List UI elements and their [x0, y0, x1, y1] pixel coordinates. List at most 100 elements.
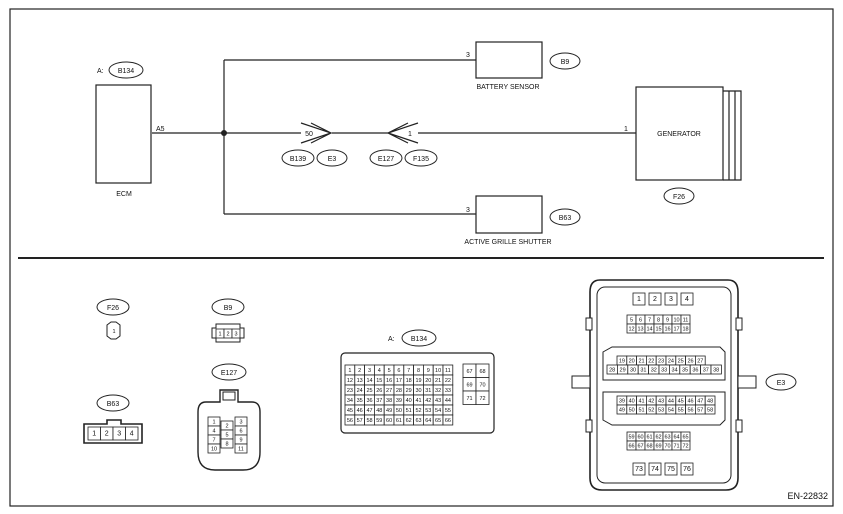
b134-pin: 14 [366, 378, 372, 384]
e3-pin: 33 [661, 368, 667, 374]
f26-connector-body [106, 321, 121, 340]
e3-pin: 17 [673, 327, 679, 333]
e3-pin: 59 [628, 435, 634, 441]
e3-pin: 45 [678, 399, 684, 405]
b134-pin: 34 [347, 398, 353, 404]
e3-badge [765, 373, 797, 391]
b134-pin: 5 [388, 368, 391, 374]
e3-pin: 21 [638, 359, 644, 365]
b134-pin: 36 [366, 398, 372, 404]
b134-pin: 17 [396, 378, 402, 384]
e3-pin: 74 [651, 466, 659, 473]
e3-guide-notches [585, 317, 743, 433]
e3-pin: 49 [619, 408, 625, 414]
b63-badge [96, 394, 130, 412]
e3-pin: 67 [637, 444, 643, 450]
b134-pin: 69 [466, 382, 472, 388]
e3-pin: 22 [648, 359, 654, 365]
b134-pin: 42 [425, 398, 431, 404]
e3-pin: 29 [620, 368, 626, 374]
e3-pin-cell [648, 462, 662, 476]
e3-pin-cell [710, 364, 722, 375]
b134-pin: 68 [479, 369, 485, 375]
b134-pin: 63 [415, 418, 421, 424]
e3-side-tab-right [737, 375, 757, 389]
b63-label: B63 [107, 401, 120, 408]
joint-1-connector-b: E3 [328, 156, 337, 163]
e3-pin: 2 [653, 296, 657, 303]
generator-fins [723, 90, 742, 181]
ecm-connector-tag: A: [97, 68, 104, 75]
ecm-box [95, 84, 152, 184]
b9-pin: 3 [234, 332, 237, 338]
b134-pin: 47 [366, 408, 372, 414]
b134-pin: 66 [445, 418, 451, 424]
e3-pin: 6 [639, 318, 642, 324]
wire-junction [221, 130, 227, 136]
b134-pin: 24 [357, 388, 363, 394]
b134-pin: 46 [357, 408, 363, 414]
b9-badge [211, 298, 245, 316]
generator-connector-id: F26 [673, 194, 685, 201]
e3-pin-cell [680, 440, 691, 451]
b134-pin: 6 [397, 368, 400, 374]
b134-pin: 60 [386, 418, 392, 424]
e3-pin: 34 [672, 368, 678, 374]
b134-pin: 54 [435, 408, 441, 414]
b134-pin: 58 [366, 418, 372, 424]
b134-pin: 8 [417, 368, 420, 374]
e3-pin: 73 [635, 466, 643, 473]
b134-pin: 10 [435, 368, 441, 374]
battery-sensor-box [475, 41, 543, 79]
b134-pin: 67 [466, 369, 472, 375]
b134-pin: 19 [415, 378, 421, 384]
b134-pin: 13 [357, 378, 363, 384]
b134-pin: 70 [479, 382, 485, 388]
e3-pin: 65 [682, 435, 688, 441]
b134-pin: 62 [406, 418, 412, 424]
e3-pin: 15 [655, 327, 661, 333]
b134-pin: 49 [386, 408, 392, 414]
b134-pin: 2 [358, 368, 361, 374]
e127-pin-cell [207, 443, 221, 454]
e3-pin-cell [680, 323, 691, 334]
e127-pin: 7 [212, 438, 215, 444]
f26-label: F26 [107, 305, 119, 312]
b134-pin: 61 [396, 418, 402, 424]
figure-id: EN-22832 [787, 491, 828, 501]
b134-pin: 59 [376, 418, 382, 424]
b134-pin: 44 [445, 398, 451, 404]
e3-pin: 43 [658, 399, 664, 405]
e3-pin: 72 [682, 444, 688, 450]
e3-pin: 28 [609, 368, 615, 374]
b134-pin: 30 [415, 388, 421, 394]
e3-pin: 8 [657, 318, 660, 324]
e3-pin: 30 [630, 368, 636, 374]
joint-2-connector-a: E127 [378, 156, 394, 163]
e3-pin: 27 [697, 359, 703, 365]
e127-pin: 11 [238, 447, 244, 453]
wires [152, 59, 636, 215]
e3-pin: 57 [697, 408, 703, 414]
e127-pin-cell [234, 443, 248, 454]
b134-pin: 1 [348, 368, 351, 374]
grille-shutter-label: ACTIVE GRILLE SHUTTER [464, 239, 551, 246]
e127-label: E127 [221, 370, 237, 377]
e3-pin: 1 [637, 296, 641, 303]
b134-pin: 52 [415, 408, 421, 414]
e3-pin: 64 [673, 435, 679, 441]
b134-pin: 41 [415, 398, 421, 404]
e3-pin: 63 [664, 435, 670, 441]
e3-pin: 51 [638, 408, 644, 414]
b134-pin: 35 [357, 398, 363, 404]
b134-pin: 39 [396, 398, 402, 404]
battery-sensor-label: BATTERY SENSOR [476, 84, 539, 91]
e3-pin: 12 [628, 327, 634, 333]
ecm-connector-badge [108, 61, 144, 79]
e3-pin: 48 [707, 399, 713, 405]
e3-pin: 60 [637, 435, 643, 441]
e3-pin: 75 [667, 466, 675, 473]
